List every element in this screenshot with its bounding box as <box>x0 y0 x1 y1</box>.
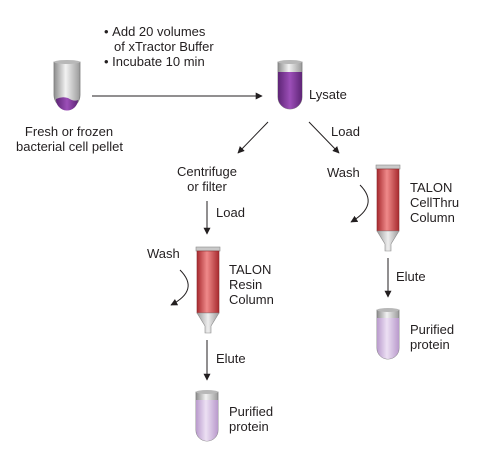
step-add-volumes: Add 20 volumes <box>104 24 214 39</box>
resin-column-label-line-2: Resin <box>229 277 263 292</box>
purified-label-right-line-1: Purified <box>410 322 455 337</box>
purified-label-left-line-1: Purified <box>229 404 274 419</box>
lysate-label: Lysate <box>309 87 347 102</box>
arrow-lysate-to-cellthru <box>308 121 340 154</box>
pellet-label-line-1: Fresh or frozen <box>24 124 114 139</box>
wash-label-left: Wash <box>147 246 180 261</box>
resin-column-label-line-3: Column <box>229 292 274 307</box>
resin-column-label: TALON Resin Column <box>229 262 274 307</box>
step-add-volumes-cont: of xTractor Buffer <box>114 39 214 54</box>
load-label-left: Load <box>216 205 245 220</box>
wash-arrow-right <box>350 184 369 223</box>
arrow-lysate-to-centrifuge <box>237 121 269 154</box>
pellet-label: Fresh or frozen bacterial cell pellet <box>16 124 123 154</box>
cellthru-column <box>375 164 401 252</box>
wash-label-right: Wash <box>327 165 360 180</box>
wash-arrow-left <box>170 269 189 306</box>
resin-column <box>195 246 221 334</box>
purified-tube-right <box>376 308 400 360</box>
centrifuge-label-line-1: Centrifuge <box>177 164 237 179</box>
purified-label-right-line-2: protein <box>410 337 450 352</box>
purified-tube-left <box>195 390 219 442</box>
cellthru-column-label-line-2: CellThru <box>410 195 460 210</box>
pellet-label-line-2: bacterial cell pellet <box>16 139 123 154</box>
purified-label-left-line-2: protein <box>229 419 269 434</box>
lysate-tube <box>277 60 303 110</box>
pellet-tube <box>53 60 81 111</box>
cellthru-column-label: TALON CellThru Column <box>410 180 459 225</box>
centrifuge-label-line-2: or filter <box>187 179 227 194</box>
elute-label-left: Elute <box>216 351 246 366</box>
purified-label-left: Purified protein <box>229 404 273 434</box>
elute-label-right: Elute <box>396 269 426 284</box>
load-label-right: Load <box>331 124 360 139</box>
cellthru-column-label-line-3: Column <box>410 210 455 225</box>
centrifuge-label: Centrifuge or filter <box>167 164 247 194</box>
resin-column-label-line-1: TALON <box>229 262 272 277</box>
step-instructions: Add 20 volumes of xTractor Buffer Incuba… <box>104 24 214 69</box>
purified-label-right: Purified protein <box>410 322 454 352</box>
cellthru-column-label-line-1: TALON <box>410 180 453 195</box>
step-incubate: Incubate 10 min <box>104 54 214 69</box>
